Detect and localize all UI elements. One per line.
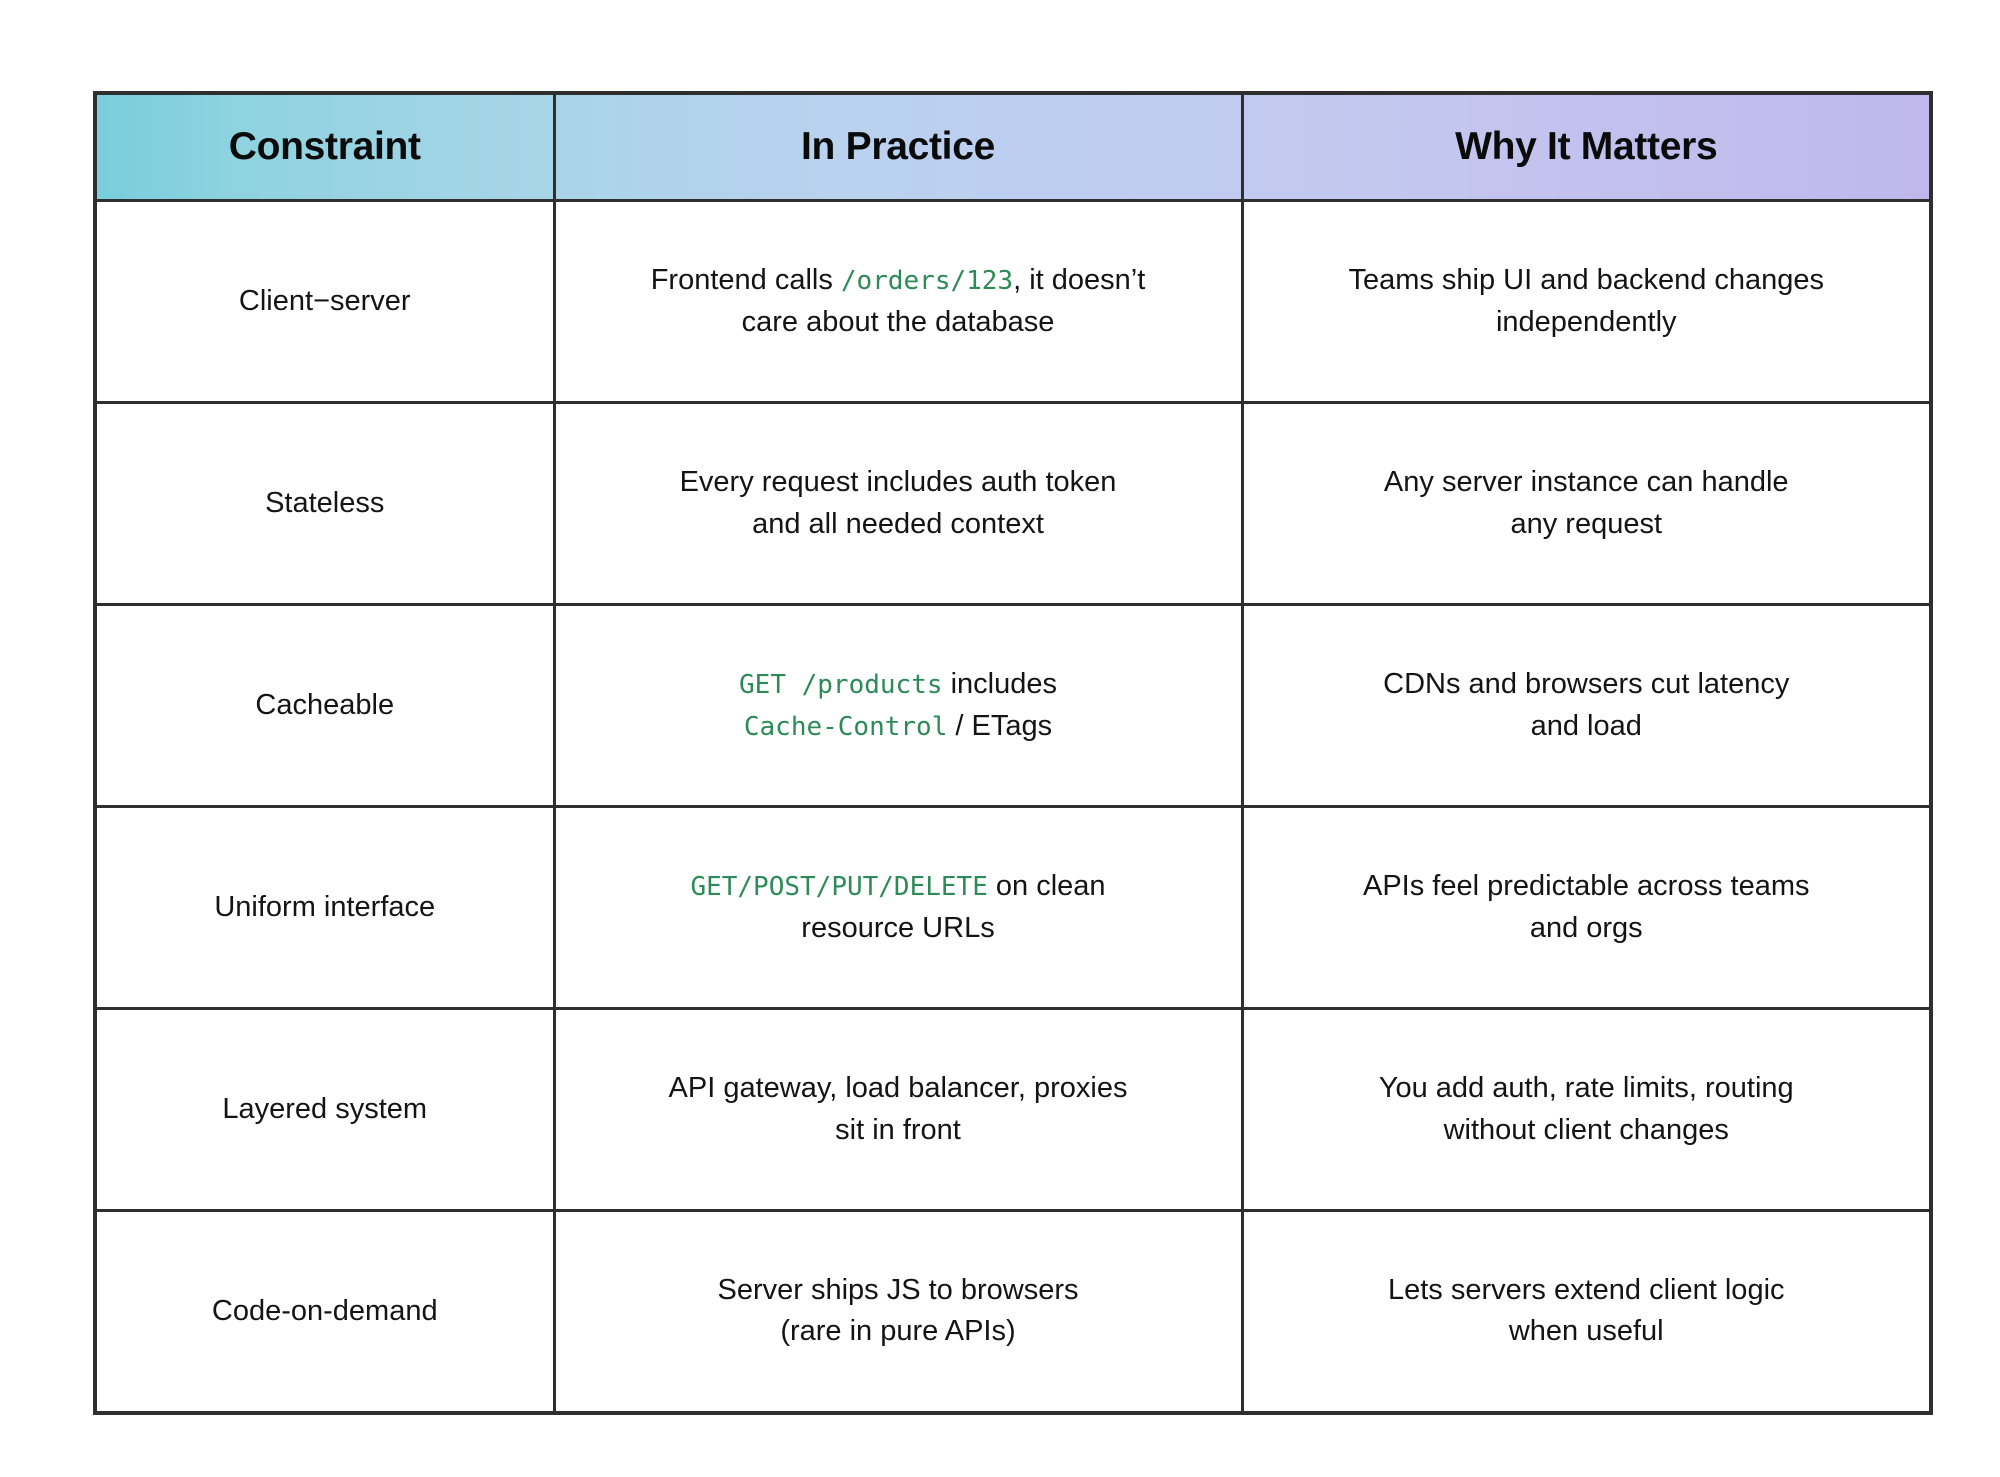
cell-constraint: Stateless (93, 401, 556, 606)
practice-line-2: and all needed context (570, 504, 1227, 545)
why-line-1: APIs feel predictable across teams (1363, 870, 1810, 903)
cell-why-it-matters: Any server instance can handle any reques… (1240, 401, 1933, 606)
cell-constraint: Client−server (93, 199, 556, 404)
why-line-2: any request (1510, 507, 1663, 540)
cell-constraint: Layered system (93, 1007, 556, 1212)
practice-line-1: GET /products includes (570, 664, 1227, 705)
cell-in-practice: GET/POST/PUT/DELETE on clean resource URL… (552, 805, 1244, 1010)
cell-constraint: Cacheable (93, 603, 556, 808)
table-header-row: Constraint In Practice Why It Matters (93, 91, 1933, 202)
text-run: Frontend calls (650, 264, 841, 297)
practice-line-2: resource URLs (570, 908, 1227, 949)
text-run: sit in front (835, 1113, 961, 1146)
cell-constraint: Code-on-demand (93, 1209, 556, 1414)
why-line-2: when useful (1508, 1315, 1664, 1348)
why-line-1: Teams ship UI and backend changes (1348, 264, 1825, 297)
why-line-2: independently (1495, 305, 1677, 338)
why-line-1: CDNs and browsers cut latency (1383, 668, 1790, 701)
inline-code: Cache-Control (743, 711, 948, 742)
cell-in-practice: Frontend calls /orders/123, it doesn’t ca… (552, 199, 1244, 404)
why-line-1: Lets servers extend client logic (1387, 1274, 1785, 1307)
cell-why-it-matters: APIs feel predictable across teams and or… (1240, 805, 1933, 1010)
practice-line-1: API gateway, load balancer, proxies (570, 1068, 1227, 1109)
column-header-in-practice: In Practice (552, 91, 1244, 202)
cell-in-practice: Server ships JS to browsers (rare in pure… (552, 1209, 1244, 1414)
practice-line-2: sit in front (570, 1110, 1227, 1151)
text-run: (rare in pure APIs) (780, 1315, 1016, 1348)
cell-why-it-matters: Teams ship UI and backend changes indepen… (1240, 199, 1933, 404)
text-run: resource URLs (801, 911, 995, 944)
table-header: Constraint In Practice Why It Matters (93, 91, 1933, 202)
cell-why-it-matters: CDNs and browsers cut latency and load (1240, 603, 1933, 808)
rest-constraints-table: Constraint In Practice Why It Matters Cl… (93, 91, 1933, 1415)
practice-line-2: (rare in pure APIs) (570, 1311, 1227, 1352)
text-run: API gateway, load balancer, proxies (668, 1072, 1128, 1105)
text-run: on clean (987, 870, 1106, 903)
practice-line-1: Server ships JS to browsers (570, 1270, 1227, 1311)
cell-in-practice: API gateway, load balancer, proxies sit i… (552, 1007, 1244, 1212)
practice-line-1: Frontend calls /orders/123, it doesn’t (570, 260, 1227, 301)
why-line-2: without client changes (1443, 1113, 1729, 1146)
practice-line-1: Every request includes auth token (570, 462, 1227, 503)
text-run: and all needed context (752, 507, 1044, 540)
cell-in-practice: Every request includes auth token and all… (552, 401, 1244, 606)
cell-why-it-matters: You add auth, rate limits, routing withou… (1240, 1007, 1933, 1212)
inline-code: GET/POST/PUT/DELETE (690, 872, 988, 903)
text-run: , it doesn’t (1013, 264, 1146, 297)
practice-line-2: Cache-Control / ETags (570, 706, 1227, 747)
column-header-why-it-matters: Why It Matters (1240, 91, 1933, 202)
why-line-1: You add auth, rate limits, routing (1378, 1072, 1794, 1105)
text-run: Every request includes auth token (679, 466, 1117, 499)
practice-line-2: care about the database (570, 302, 1227, 343)
cell-why-it-matters: Lets servers extend client logic when use… (1240, 1209, 1933, 1414)
rest-constraints-table-container: Constraint In Practice Why It Matters Cl… (93, 91, 1933, 1415)
why-line-2: and load (1530, 709, 1642, 742)
column-header-constraint: Constraint (93, 91, 556, 202)
why-line-1: Any server instance can handle (1383, 466, 1789, 499)
practice-line-1: GET/POST/PUT/DELETE on clean (570, 866, 1227, 907)
why-line-2: and orgs (1529, 911, 1643, 944)
inline-code: GET /products (739, 670, 943, 701)
inline-code: /orders/123 (840, 266, 1014, 297)
text-run: Server ships JS to browsers (717, 1274, 1079, 1307)
cell-constraint: Uniform interface (93, 805, 556, 1010)
text-run: includes (942, 668, 1057, 701)
text-run: / ETags (947, 709, 1053, 742)
text-run: care about the database (741, 305, 1055, 338)
